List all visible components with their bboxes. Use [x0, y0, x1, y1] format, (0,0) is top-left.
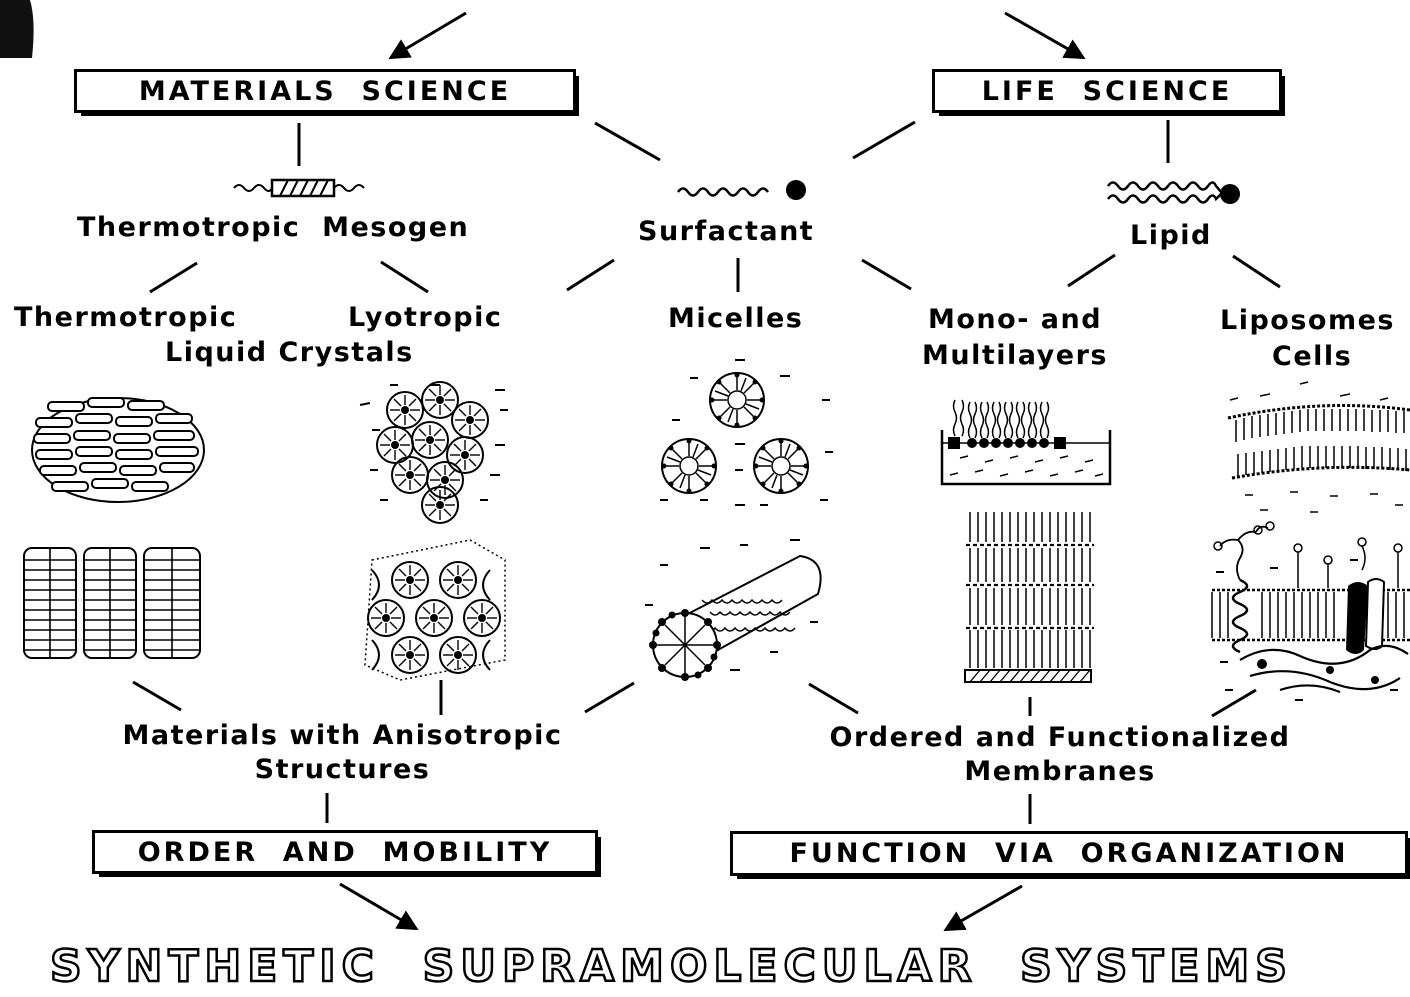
life-science-label: LIFE SCIENCE: [982, 76, 1233, 107]
function-via-organization-label: FUNCTION VIA ORGANIZATION: [789, 838, 1348, 869]
membranes-line-1: Ordered and Functionalized: [805, 720, 1315, 755]
main-title: SYNTHETIC SUPRAMOLECULAR SYSTEMS: [50, 945, 1360, 989]
lipid-icon: [1108, 183, 1240, 205]
membranes-line-2: Membranes: [805, 754, 1315, 789]
surfactant-icon: [678, 180, 806, 200]
life-science-box: LIFE SCIENCE: [932, 69, 1282, 113]
cell-membrane-icon: [1212, 522, 1410, 700]
liposomes-label: Liposomes: [1220, 303, 1395, 338]
cylindrical-micelle-icon: [645, 540, 821, 681]
mesogen-icon: [234, 180, 364, 196]
materials-science-label: MATERIALS SCIENCE: [139, 76, 511, 107]
anisotropic-materials-label: Materials with Anisotropic Structures: [100, 718, 585, 787]
thermotropic-label: Thermotropic: [14, 300, 237, 335]
liposome-bilayer-icon: [1228, 382, 1410, 512]
function-via-organization-box: FUNCTION VIA ORGANIZATION: [730, 831, 1408, 876]
cells-label: Cells: [1272, 339, 1352, 374]
thermotropic-phase-icon: [32, 398, 204, 502]
micelles-label: Micelles: [668, 301, 803, 336]
anisotropic-line-2: Structures: [100, 752, 585, 787]
surfactant-label: Surfactant: [638, 214, 814, 249]
functionalized-membranes-label: Ordered and Functionalized Membranes: [805, 720, 1315, 789]
scan-corner-artifact: [0, 0, 34, 58]
multilayer-icon: [965, 512, 1094, 682]
order-and-mobility-box: ORDER AND MOBILITY: [92, 830, 598, 874]
monolayer-icon: [942, 400, 1110, 484]
materials-science-box: MATERIALS SCIENCE: [74, 69, 576, 113]
columnar-phase-icon: [24, 548, 200, 658]
arrow-function-to-title: [947, 886, 1022, 929]
hexagonal-phase-icon: [365, 540, 505, 680]
anisotropic-line-1: Materials with Anisotropic: [100, 718, 585, 753]
spherical-micelles-icon: [660, 360, 833, 505]
liquid-crystals-label: Liquid Crystals: [165, 335, 414, 370]
arrow-into-life-science: [1005, 13, 1082, 57]
arrow-into-materials-science: [392, 13, 466, 57]
lipid-label: Lipid: [1130, 218, 1212, 253]
lyotropic-micellar-phase-icon: [360, 382, 508, 523]
order-and-mobility-label: ORDER AND MOBILITY: [138, 837, 553, 868]
mono-and-label: Mono- and: [928, 302, 1102, 337]
lyotropic-label: Lyotropic: [348, 300, 502, 335]
multilayers-label: Multilayers: [922, 338, 1108, 373]
thermotropic-mesogen-label: Thermotropic Mesogen: [77, 210, 469, 245]
arrow-order-to-title: [340, 884, 415, 928]
